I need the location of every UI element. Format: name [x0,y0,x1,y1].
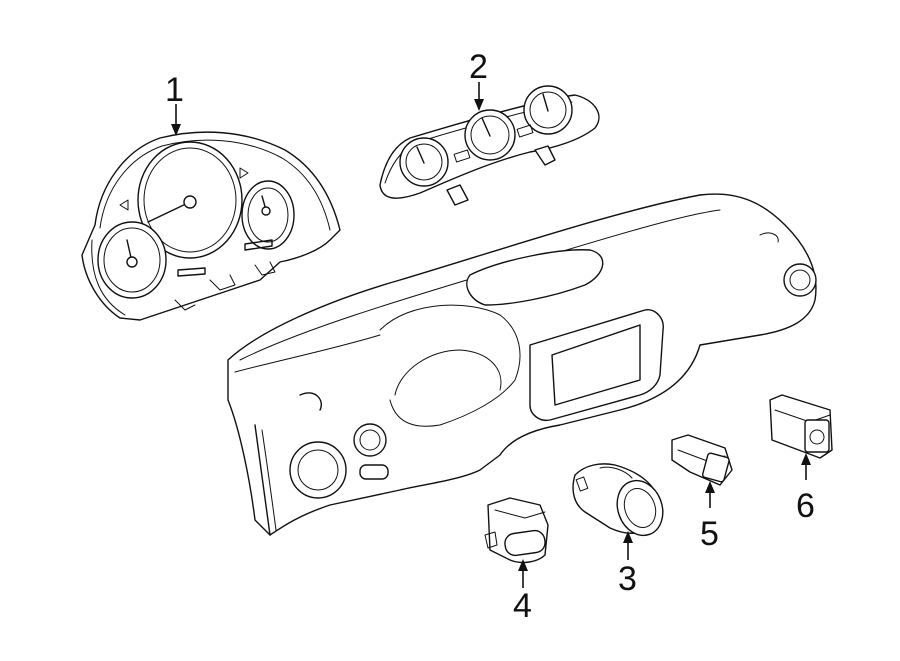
arrow-5 [705,481,715,493]
callout-5: 5 [700,515,719,553]
arrow-2 [474,99,484,111]
part-3-headlamp-switch [572,463,664,537]
part-4-switch [484,497,549,564]
part-6-switch [769,394,833,459]
callout-3: 3 [618,560,637,598]
arrow-6 [801,453,811,465]
part-2-gauge-pod [379,85,600,206]
arrow-3 [623,531,633,543]
part-5-switch [671,434,733,486]
callout-arrows [171,82,811,588]
arrow-4 [518,559,528,571]
part-1-instrument-cluster [81,131,341,321]
dashboard-panel [227,193,817,536]
callout-2: 2 [469,48,488,86]
callout-4: 4 [513,587,532,625]
arrow-1 [171,124,181,136]
callout-1: 1 [165,71,184,109]
callout-6: 6 [796,487,815,525]
